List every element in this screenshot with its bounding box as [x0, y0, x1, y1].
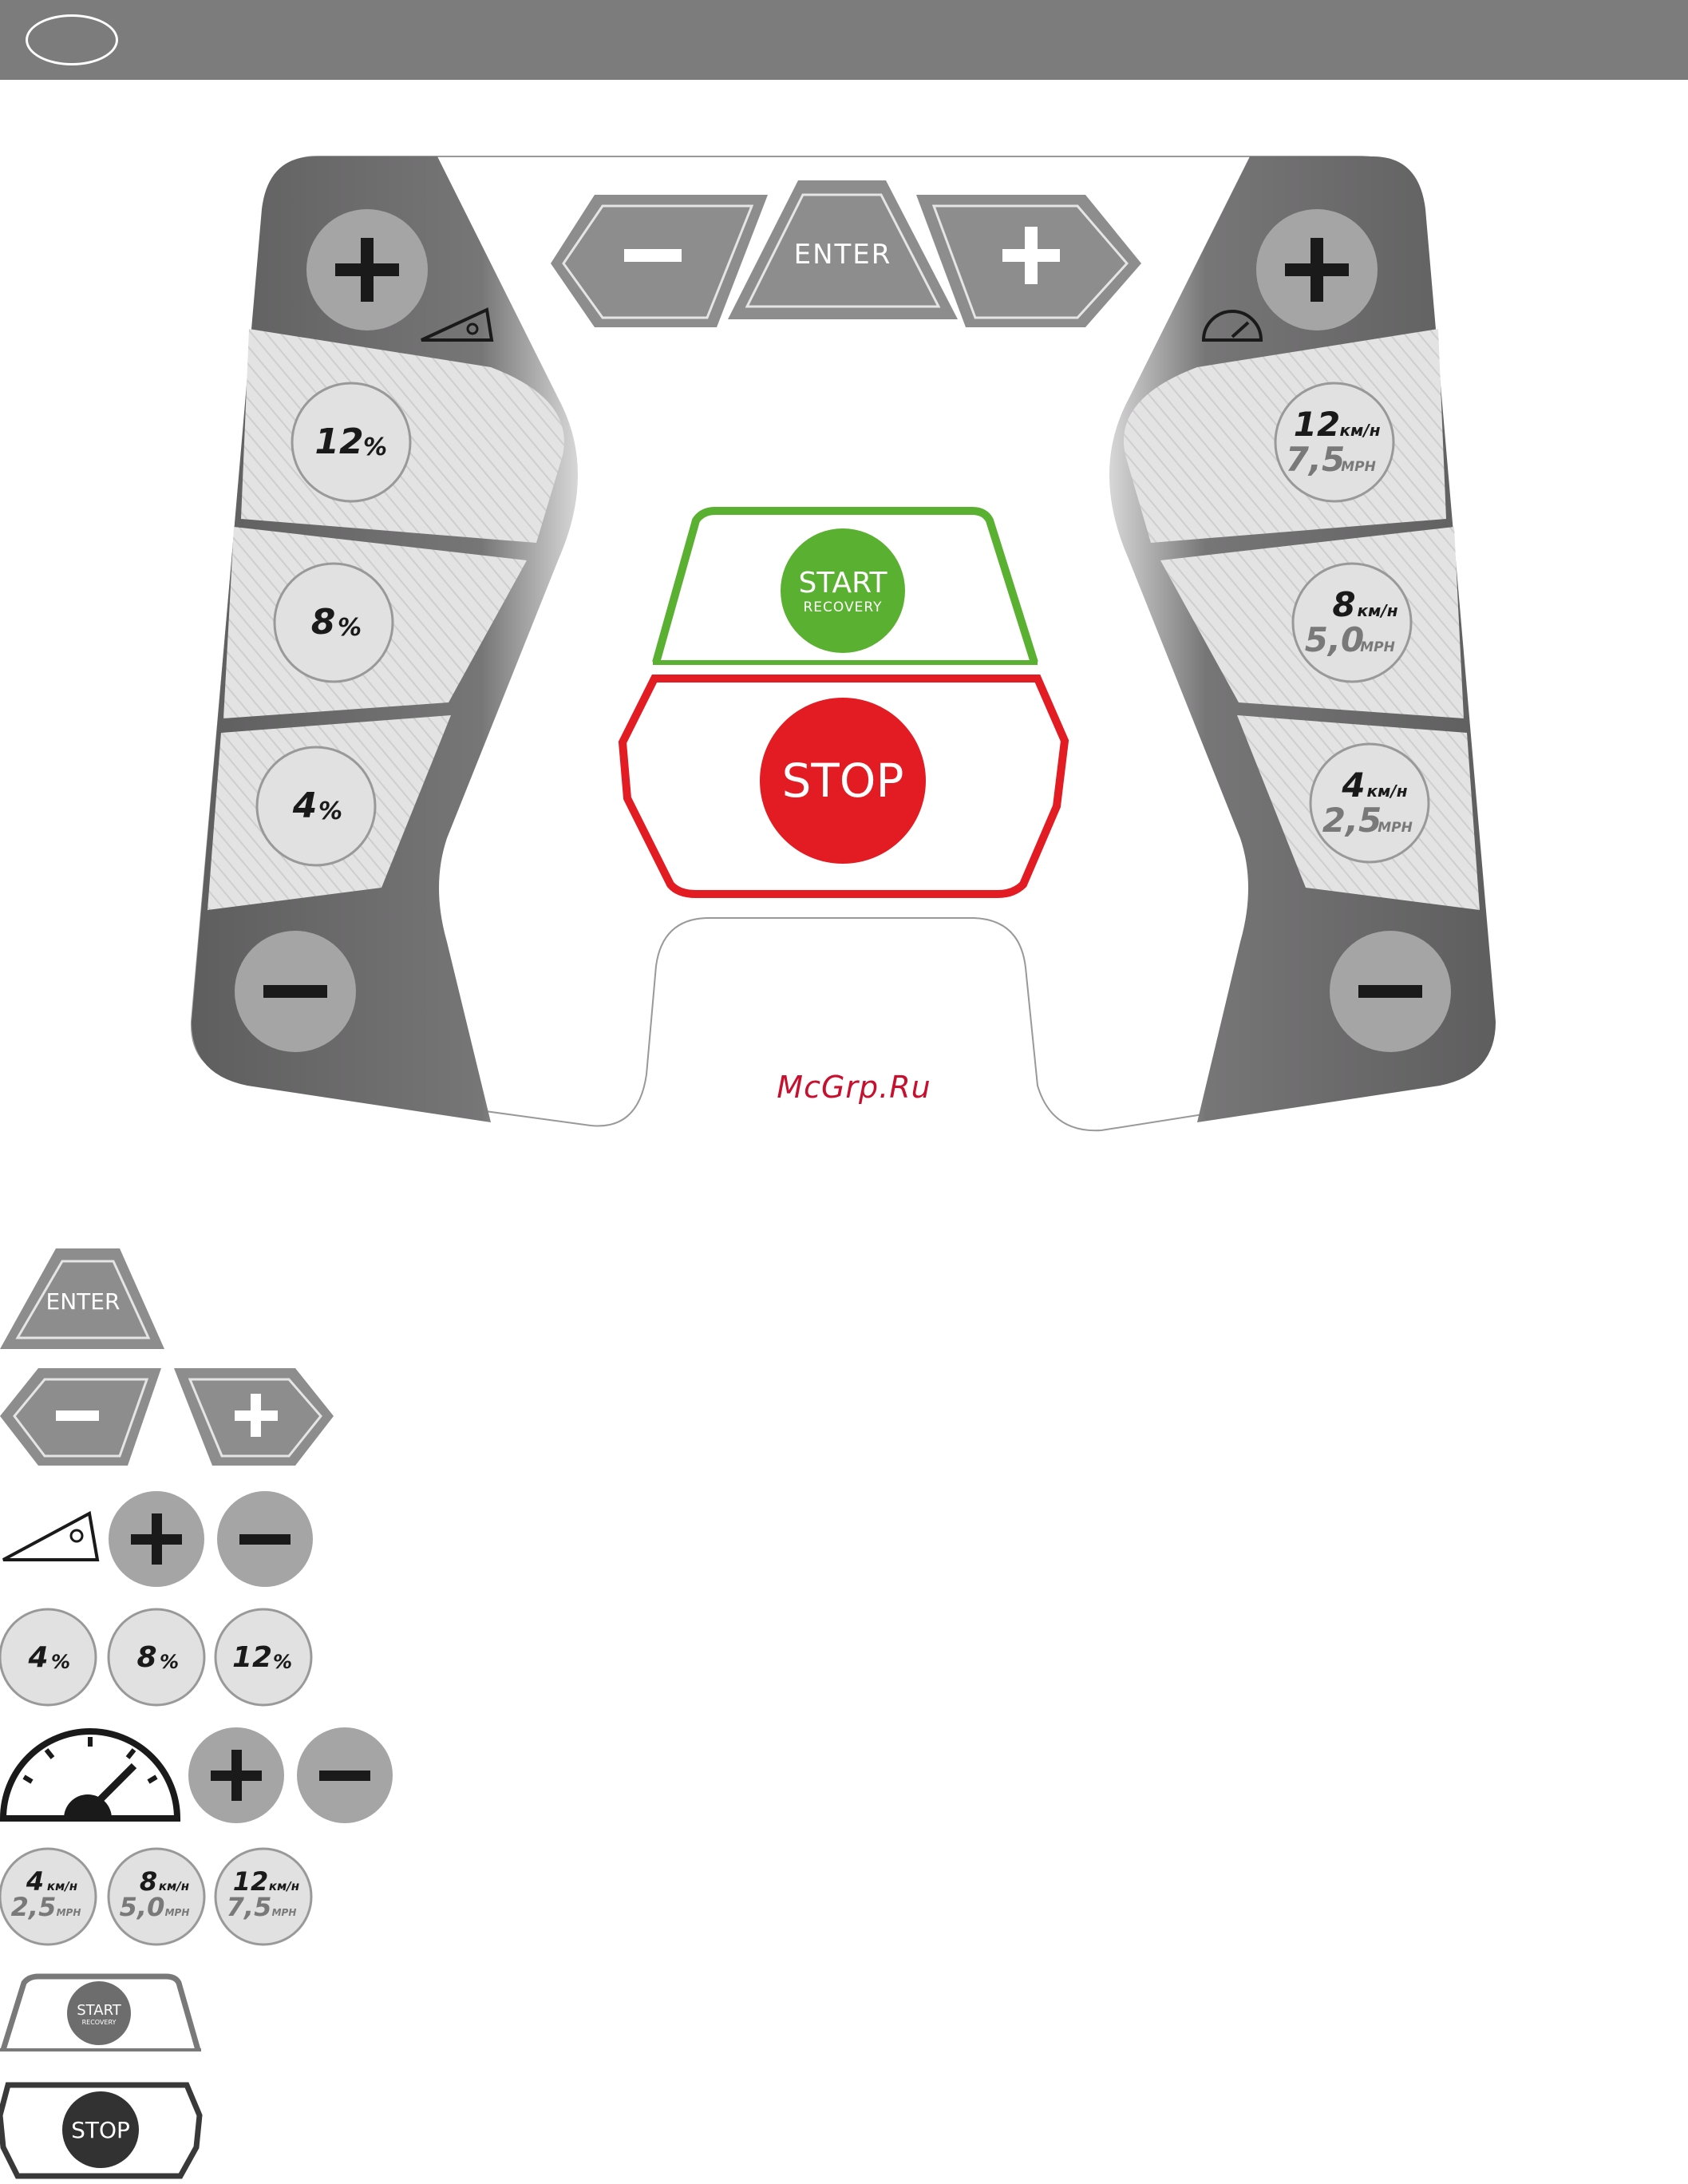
speed-preset-8-button[interactable]: 8 км/н 5,0 MPH	[1293, 564, 1411, 682]
legend-incline-icon	[3, 1513, 97, 1560]
incline-preset-4-button[interactable]: 4 %	[257, 747, 375, 865]
legend-speed-preset-12: 12 км/н 7,5 MPH	[215, 1849, 311, 1945]
speed-preset-12-mph-unit: MPH	[1341, 459, 1376, 475]
legend-incline-preset-12: 12 %	[215, 1609, 311, 1705]
incline-preset-4-unit: %	[318, 797, 342, 825]
legend-incline-preset-8: 8 %	[109, 1609, 204, 1705]
speed-preset-4-kmh-unit: км/н	[1366, 781, 1407, 801]
svg-text:5,0: 5,0	[120, 1892, 165, 1922]
svg-text:км/н: км/н	[269, 1879, 299, 1893]
svg-text:STOP: STOP	[71, 2117, 130, 2143]
legend-stop: STOP	[0, 2085, 200, 2176]
svg-text:2,5: 2,5	[11, 1892, 57, 1922]
legend-incline-preset-4: 4 %	[0, 1609, 96, 1705]
svg-text:RECOVERY: RECOVERY	[82, 2019, 117, 2026]
svg-text:%: %	[51, 1651, 70, 1673]
svg-text:12: 12	[232, 1641, 272, 1674]
speed-preset-4-mph: 2,5	[1322, 801, 1382, 840]
svg-text:8: 8	[140, 1866, 157, 1897]
incline-preset-4-value: 4	[292, 785, 318, 826]
legend-enter-button: ENTER	[0, 1248, 164, 1349]
svg-text:%: %	[160, 1651, 179, 1673]
legend-speed-up	[188, 1727, 284, 1823]
svg-text:км/н: км/н	[159, 1879, 189, 1893]
speed-preset-8-mph: 5,0	[1305, 620, 1364, 659]
incline-up-button[interactable]	[306, 209, 428, 330]
svg-text:%: %	[273, 1651, 292, 1673]
svg-text:12: 12	[233, 1866, 269, 1897]
incline-preset-8-button[interactable]: 8 %	[275, 564, 393, 682]
incline-preset-12-value: 12	[314, 421, 363, 462]
recovery-label: RECOVERY	[804, 599, 883, 615]
speed-preset-8-kmh-unit: км/н	[1357, 601, 1397, 620]
speed-preset-4-button[interactable]: 4 км/н 2,5 MPH	[1310, 744, 1429, 862]
legend-incline-up	[109, 1491, 204, 1587]
svg-text:MPH: MPH	[272, 1907, 297, 1918]
stop-label: STOP	[782, 754, 904, 808]
speed-preset-12-button[interactable]: 12 км/н 7,5 MPH	[1275, 383, 1393, 501]
legend-incline-down	[217, 1491, 313, 1587]
legend-speed-preset-8: 8 км/н 5,0 MPH	[109, 1849, 204, 1945]
treadmill-console-diagram: 12 % 8 % 4 % 12 км/н 7,5 MPH 8 км/н 5,0 …	[0, 0, 1688, 1181]
svg-text:8: 8	[136, 1641, 156, 1674]
speed-up-button[interactable]	[1256, 209, 1378, 330]
svg-text:START: START	[77, 2002, 122, 2019]
incline-preset-12-button[interactable]: 12 %	[292, 383, 410, 501]
incline-preset-8-unit: %	[338, 614, 362, 642]
speed-preset-4-kmh: 4	[1341, 766, 1365, 805]
speed-down-button[interactable]	[1330, 931, 1451, 1052]
incline-preset-8-value: 8	[311, 602, 336, 643]
speed-preset-12-kmh: 12	[1294, 405, 1340, 444]
legend-start-recovery: START RECOVERY	[0, 1976, 201, 2050]
start-label: START	[798, 567, 887, 599]
speed-preset-12-kmh-unit: км/н	[1339, 421, 1380, 440]
legend-nav-plus	[174, 1368, 334, 1466]
speed-preset-8-mph-unit: MPH	[1360, 639, 1395, 655]
legend-speed-down	[297, 1727, 393, 1823]
speed-preset-8-kmh: 8	[1332, 585, 1355, 624]
legend-speed-preset-4: 4 км/н 2,5 MPH	[0, 1849, 96, 1945]
speed-preset-12-mph: 7,5	[1286, 440, 1345, 479]
speed-preset-4-mph-unit: MPH	[1378, 820, 1413, 836]
legend-enter-label: ENTER	[46, 1288, 121, 1315]
svg-text:км/н: км/н	[47, 1879, 77, 1893]
svg-text:MPH: MPH	[57, 1907, 81, 1918]
incline-down-button[interactable]	[235, 931, 356, 1052]
nav-enter-label: ENTER	[794, 239, 892, 271]
watermark: McGrp.Ru	[766, 1070, 942, 1105]
legend-nav-minus	[0, 1368, 161, 1466]
svg-text:4: 4	[26, 1866, 44, 1897]
legend-speedometer-icon	[3, 1731, 177, 1818]
svg-text:7,5: 7,5	[227, 1892, 272, 1922]
svg-text:4: 4	[27, 1641, 48, 1674]
svg-text:MPH: MPH	[165, 1907, 190, 1918]
incline-preset-12-unit: %	[363, 433, 387, 461]
